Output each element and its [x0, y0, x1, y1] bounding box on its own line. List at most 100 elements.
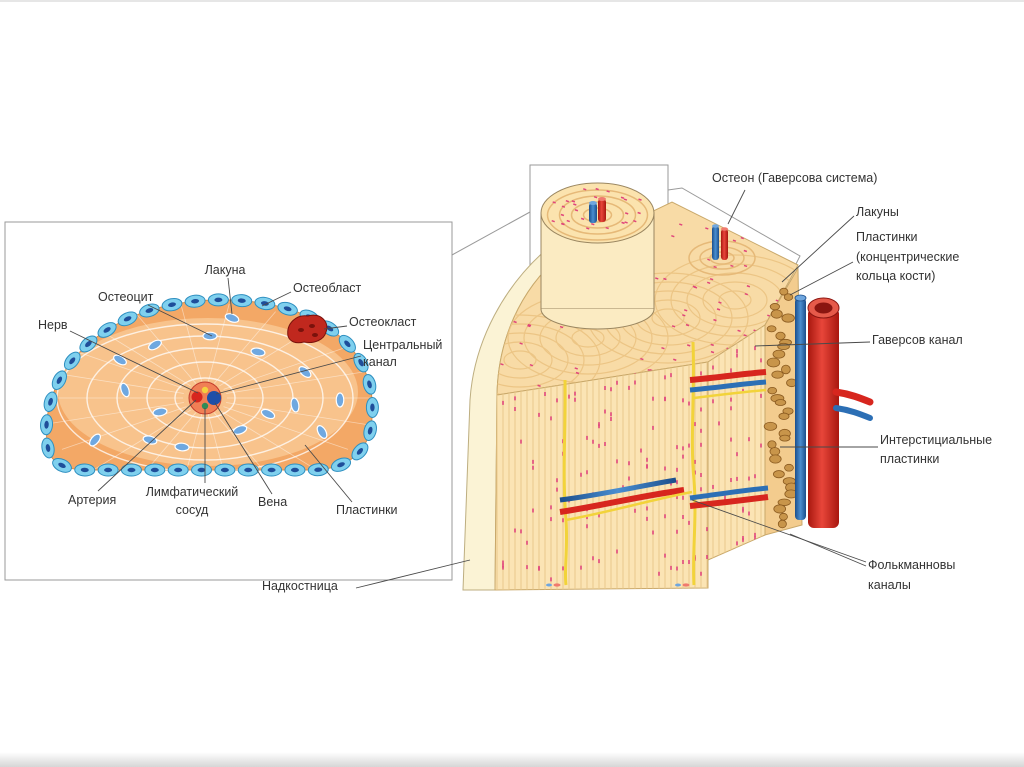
cell-nucleus: [244, 467, 253, 473]
cell-boundary-line: [213, 412, 276, 470]
lacuna-dash: [716, 308, 721, 311]
lacuna-dash: [655, 277, 659, 280]
lacuna-dash: [516, 212, 520, 216]
cell-boundary-line: [93, 325, 191, 387]
osteon-artery-tube: [598, 199, 606, 222]
periosteum-cell: [284, 463, 306, 477]
osteoclast-nucleus: [309, 324, 315, 328]
vessel-end-cap: [553, 583, 561, 587]
lacuna-dash: [513, 320, 517, 324]
interstitial-lacuna: [775, 331, 786, 341]
label-periosteum: Надкостница: [262, 579, 338, 593]
interstitial-lacuna: [766, 325, 777, 333]
lacuna-dash: [797, 243, 798, 246]
lacuna-dash: [591, 222, 595, 226]
osteocyte: [148, 339, 162, 351]
top-lamella-ring: [497, 332, 569, 388]
lacuna-dash: [580, 217, 585, 221]
top-lamella-ring: [651, 308, 685, 328]
cell-nucleus: [174, 467, 183, 473]
lacuna-dash: [527, 324, 531, 328]
volkmann-vein-lower-left: [559, 477, 677, 503]
lacuna-dash: [771, 214, 775, 217]
osteocyte: [89, 433, 101, 447]
lacuna-dash: [741, 224, 745, 227]
lacuna-dash: [566, 219, 571, 223]
lacuna-dash: [633, 219, 637, 223]
top-lamella-ring: [497, 323, 585, 395]
interstitial-lacuna: [779, 287, 789, 296]
cell-boundary-line: [46, 402, 184, 426]
cell-boundary-line: [134, 412, 197, 470]
top-lamella-ring: [503, 350, 537, 370]
cell-nucleus: [283, 306, 292, 312]
periosteum-cell: [117, 311, 138, 327]
periosteum-cell: [214, 463, 236, 477]
main-vein-end: [794, 294, 807, 302]
interstitial-lacuna: [779, 434, 791, 442]
lacuna-dash: [583, 188, 587, 191]
lacuna-dash: [638, 198, 642, 201]
periosteum-cell: [207, 293, 229, 307]
lacuna-dash: [661, 346, 665, 350]
cell-nucleus: [370, 403, 375, 412]
osteon-ring: [582, 207, 613, 223]
canal-vein: [207, 391, 221, 405]
periosteum-cell: [63, 351, 81, 370]
lacuna-dash: [786, 215, 790, 218]
lacuna-dash: [798, 212, 801, 213]
lacuna-dash: [637, 211, 641, 215]
cell-boundary-line: [226, 370, 369, 394]
lacuna-dash: [529, 363, 534, 367]
main-vessels: [794, 294, 874, 528]
periosteum-cell: [139, 303, 160, 318]
interstitial-lacuna: [781, 364, 791, 375]
cell-nucleus: [168, 302, 176, 307]
interstitial-lacuna: [774, 399, 787, 406]
cell-nucleus: [290, 467, 299, 473]
volkmann-artery-lower-right: [689, 494, 769, 509]
lacuna-dash: [740, 236, 745, 240]
vessel-end-cap: [675, 583, 681, 587]
osteoclast-cell: [287, 314, 328, 344]
osteon-vein-tube-end: [712, 224, 719, 228]
lacuna-dash: [500, 363, 504, 366]
lacuna-dash: [606, 190, 610, 193]
osteocytes: [89, 313, 345, 452]
interstitial-lacuna: [772, 349, 786, 359]
lacuna-dash: [552, 201, 556, 204]
periosteum-cell: [261, 463, 283, 477]
leader-haversian-canal: [754, 341, 871, 347]
osteocyte: [202, 331, 218, 341]
leader-artery: [97, 399, 197, 492]
lacuna-dash: [522, 254, 527, 257]
cell-nucleus: [191, 298, 200, 304]
osteon-ring: [558, 195, 637, 235]
lacuna-dash: [571, 200, 576, 203]
periosteum-cell: [338, 334, 356, 353]
osteon-cylinder-bottom: [540, 308, 655, 330]
inset-panel: Лакуна Остеобласт Остеоцит Нерв Остеокла…: [4, 221, 453, 581]
leader-osteon: [727, 189, 746, 225]
lacuna-dash: [551, 219, 555, 223]
label-interstitial-lamellae-line2: пластинки: [880, 452, 939, 466]
interstitial-lacuna: [778, 412, 790, 420]
lacuna-dash: [537, 384, 541, 387]
interstitial-lacuna: [773, 504, 787, 514]
main-artery-lumen: [814, 302, 833, 314]
interstitial-lacuna: [771, 370, 784, 379]
volkmann-vein-lower-right: [689, 485, 769, 501]
canal-lymphatic-vessel: [201, 402, 209, 410]
interstitial-lacuna: [773, 470, 785, 479]
lacuna-dash: [679, 223, 683, 226]
lacuna-dash: [744, 293, 749, 296]
lacuna-dash: [565, 199, 570, 203]
cell-boundary-line: [180, 413, 203, 470]
lacuna-dash: [624, 221, 628, 224]
cell-nucleus: [56, 376, 63, 384]
top-lamella-ring: [670, 263, 798, 337]
label-haversian-canal: Гаверсов канал: [872, 333, 963, 347]
cell-nucleus: [197, 467, 206, 473]
cell-nucleus: [150, 467, 159, 473]
lacuna-dash: [732, 239, 737, 242]
